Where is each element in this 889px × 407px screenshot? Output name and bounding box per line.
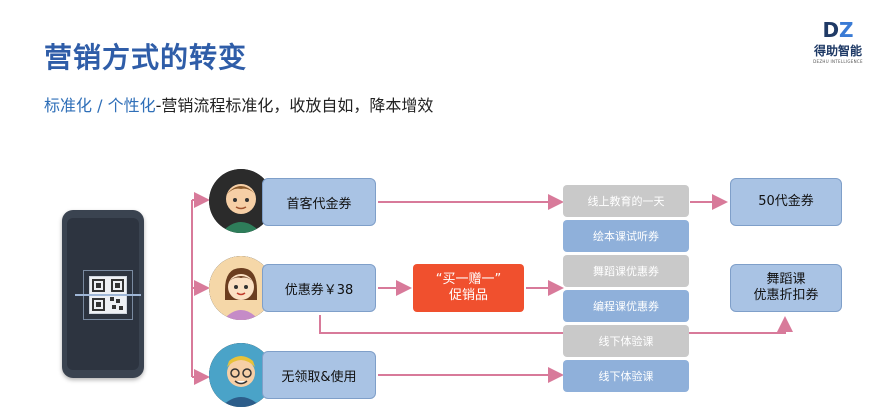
page-title: 营销方式的转变	[44, 41, 248, 74]
offer-offline-trial-1: 线下体验课	[563, 325, 689, 357]
offer-offline-trial-2: 线下体验课	[563, 360, 689, 392]
result-50-voucher: 50代金券	[730, 178, 842, 226]
phone-screen	[67, 218, 141, 370]
subtitle-rest: -营销流程标准化，收放自如，降本增效	[155, 96, 434, 115]
brand-logo: DZ 得助智能 DEZHU INTELLIGENCE	[806, 20, 870, 64]
page-subtitle: 标准化 / 个性化-营销流程标准化，收放自如，降本增效	[44, 92, 433, 116]
subtitle-highlight: 标准化 / 个性化	[44, 96, 156, 115]
node-no-claim-use: 无领取&使用	[262, 351, 376, 399]
offer-picturebook-trial: 绘本课试听券	[563, 220, 689, 252]
logo-tagline: DEZHU INTELLIGENCE	[813, 59, 863, 64]
offer-coding-coupon: 编程课优惠券	[563, 290, 689, 322]
logo-name: 得助智能	[813, 44, 862, 58]
scan-line	[75, 294, 141, 296]
logo-mark: DZ	[822, 18, 854, 42]
offer-online-day: 线上教育的一天	[563, 185, 689, 217]
phone-device	[62, 210, 144, 378]
node-first-voucher: 首客代金券	[262, 178, 376, 226]
row2-down-line	[319, 315, 793, 334]
offer-dance-coupon: 舞蹈课优惠券	[563, 255, 689, 287]
node-coupon-38: 优惠券￥38	[262, 264, 376, 312]
result-dance-discount: 舞蹈课 优惠折扣券	[730, 264, 842, 312]
node-bogo-promo: “买一赠一” 促销品	[413, 264, 524, 312]
